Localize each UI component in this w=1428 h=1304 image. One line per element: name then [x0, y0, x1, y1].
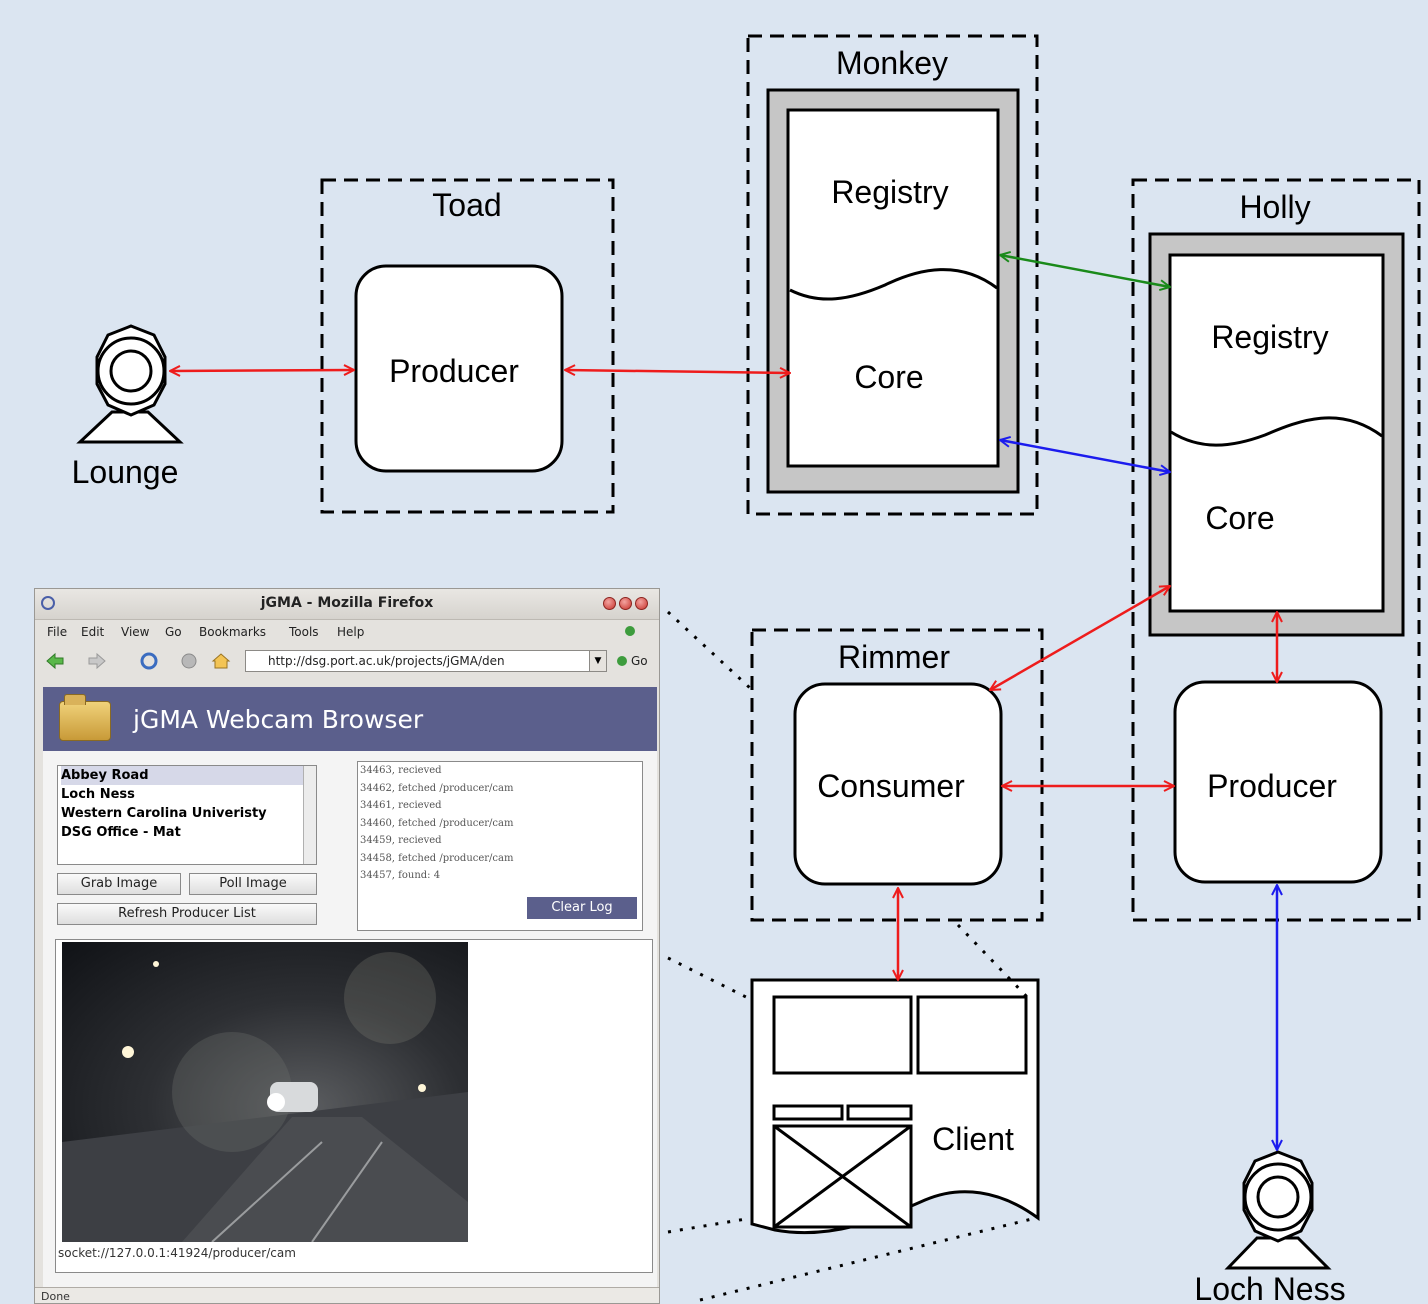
- zoom-leader-lines: [666, 610, 1037, 1302]
- browser-window: jGMA - Mozilla Firefox File Edit View Go…: [34, 588, 660, 1304]
- close-icon[interactable]: [635, 597, 648, 610]
- browser-titlebar: jGMA - Mozilla Firefox: [35, 589, 659, 620]
- menu-file[interactable]: File: [47, 625, 68, 639]
- image-source-url: socket://127.0.0.1:41924/producer/cam: [58, 1246, 296, 1260]
- throbber-icon: [625, 626, 635, 636]
- producer-list[interactable]: Abbey Road Loch Ness Western Carolina Un…: [57, 765, 317, 865]
- maximize-icon[interactable]: [619, 597, 632, 610]
- poll-image-button[interactable]: Poll Image: [189, 873, 317, 895]
- webcam-lounge-label: Lounge: [72, 454, 179, 490]
- list-item[interactable]: Western Carolina Univeristy: [61, 806, 267, 821]
- log-line: 34459, recieved: [360, 835, 442, 846]
- reload-icon[interactable]: [139, 652, 159, 670]
- client-icon: [750, 978, 1040, 1235]
- log-line: 34462, fetched /producer/cam: [360, 782, 514, 794]
- browser-navbar: http://dsg.port.ac.uk/projects/jGMA/den …: [35, 644, 659, 678]
- holly-registry-divider: [1170, 416, 1383, 447]
- webcam-scene: [62, 952, 468, 1242]
- arrow-holly-core-to-rimmer-consumer: [990, 586, 1170, 690]
- menu-go[interactable]: Go: [165, 625, 182, 639]
- log-line: 34460, fetched /producer/cam: [360, 817, 514, 829]
- menu-tools[interactable]: Tools: [289, 625, 319, 639]
- holly-producer-label: Producer: [1207, 768, 1337, 804]
- arrow-toad-producer-to-monkey-core: [565, 370, 790, 373]
- refresh-producer-list-button[interactable]: Refresh Producer List: [57, 903, 317, 925]
- menu-edit[interactable]: Edit: [81, 625, 105, 639]
- image-viewer: socket://127.0.0.1:41924/producer/cam: [55, 939, 653, 1273]
- browser-app-icon: [41, 596, 55, 610]
- clear-log-button[interactable]: Clear Log: [527, 897, 637, 919]
- host-rimmer-box: [750, 628, 1044, 922]
- app-title: jGMA Webcam Browser: [133, 705, 424, 734]
- host-holly-label: Holly: [1239, 189, 1310, 225]
- menu-bookmarks[interactable]: Bookmarks: [199, 625, 267, 639]
- holly-core-box: [1168, 253, 1385, 613]
- list-item[interactable]: DSG Office - Mat: [61, 825, 181, 840]
- client-label: Client: [932, 1121, 1014, 1157]
- monkey-registry-label: Registry: [831, 174, 948, 210]
- go-button[interactable]: Go: [617, 654, 648, 668]
- host-toad-label: Toad: [432, 187, 501, 223]
- home-icon[interactable]: [211, 652, 231, 670]
- webcam-image: [62, 942, 468, 1242]
- webcam-loch-ness-label: Loch Ness: [1194, 1271, 1345, 1304]
- log-line: 34463, recieved: [360, 765, 442, 776]
- minimize-icon[interactable]: [603, 597, 616, 610]
- status-bar: Done: [35, 1287, 659, 1303]
- arrow-monkey-registry-to-holly-registry: [1000, 255, 1170, 287]
- monkey-core-box: [786, 108, 1000, 468]
- log-line: 34458, fetched /producer/cam: [360, 852, 514, 864]
- url-input[interactable]: http://dsg.port.ac.uk/projects/jGMA/den: [245, 650, 605, 672]
- menu-help[interactable]: Help: [337, 625, 365, 639]
- url-dropdown-icon[interactable]: ▼: [589, 650, 607, 672]
- back-icon[interactable]: [45, 652, 65, 670]
- monkey-core-label: Core: [854, 359, 923, 395]
- log-line: 34457, found: 4: [360, 870, 441, 881]
- log-line: 34461, recieved: [360, 800, 442, 811]
- app-banner: jGMA Webcam Browser: [43, 687, 657, 751]
- menu-view[interactable]: View: [121, 625, 150, 639]
- browser-menubar: File Edit View Go Bookmarks Tools Help: [35, 620, 659, 644]
- arrow-monkey-core-to-holly-core: [1000, 440, 1170, 472]
- host-monkey-label: Monkey: [836, 45, 948, 81]
- holly-core-label: Core: [1205, 500, 1274, 536]
- webcam-loch-ness-icon: [1224, 1150, 1332, 1270]
- arrow-lounge-to-toad-producer: [170, 370, 354, 371]
- monkey-registry-divider: [789, 268, 998, 301]
- browser-title: jGMA - Mozilla Firefox: [260, 595, 434, 611]
- folder-icon: [59, 694, 111, 741]
- stop-icon[interactable]: [179, 652, 199, 670]
- app-content: Abbey Road Loch Ness Western Carolina Un…: [43, 751, 657, 1291]
- forward-icon[interactable]: [87, 652, 107, 670]
- rimmer-consumer-label: Consumer: [817, 768, 965, 804]
- webcam-lounge-icon: [76, 324, 184, 444]
- toad-producer-label: Producer: [389, 353, 519, 389]
- host-toad-box: [320, 178, 615, 514]
- list-item[interactable]: Abbey Road: [61, 766, 316, 785]
- event-log: 34463, recieved 34462, fetched /producer…: [357, 761, 643, 931]
- list-item[interactable]: Loch Ness: [61, 787, 135, 802]
- toad-producer-box: [354, 264, 564, 473]
- holly-registry-label: Registry: [1211, 319, 1328, 355]
- grab-image-button[interactable]: Grab Image: [57, 873, 181, 895]
- producer-list-scrollbar[interactable]: [303, 766, 316, 864]
- host-rimmer-label: Rimmer: [838, 639, 950, 675]
